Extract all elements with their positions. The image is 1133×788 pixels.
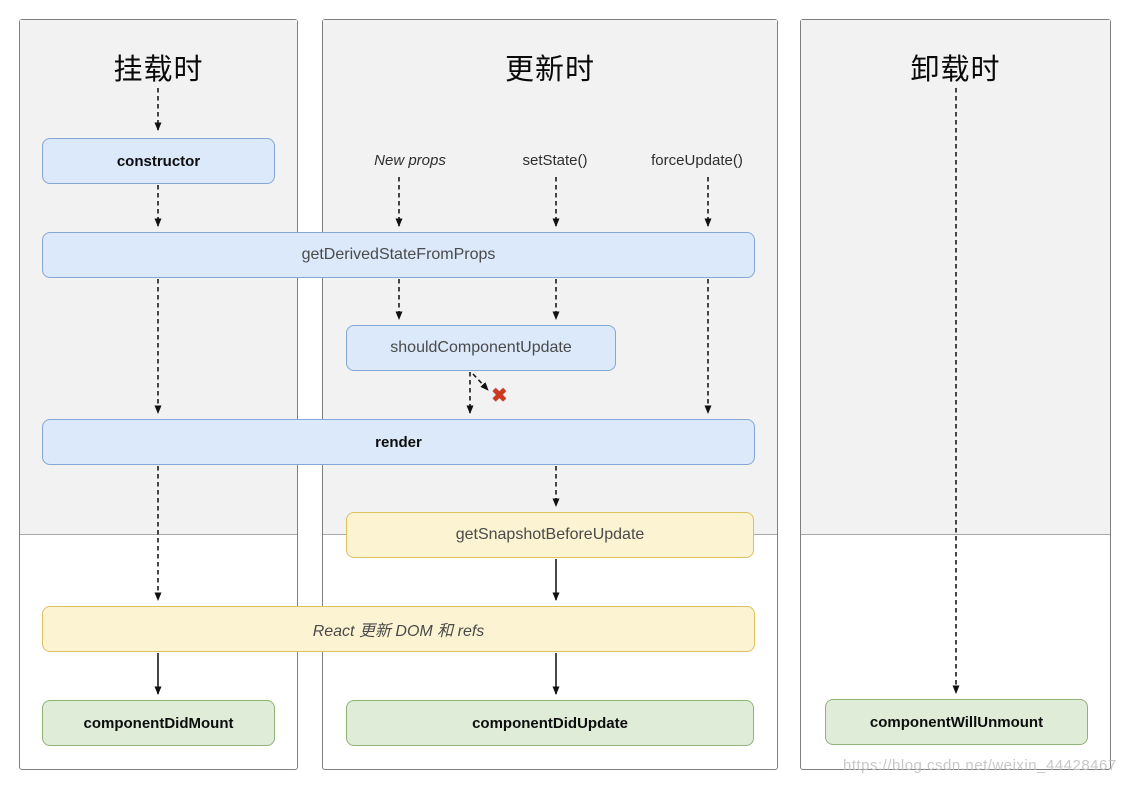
box-component-will-unmount-label: componentWillUnmount bbox=[869, 713, 1044, 731]
box-component-did-update: componentDidUpdate bbox=[346, 700, 754, 746]
watermark-url: https://blog.csdn.net/weixin_44428467 bbox=[843, 757, 1117, 774]
box-component-will-unmount: componentWillUnmount bbox=[825, 699, 1088, 745]
box-component-did-mount: componentDidMount bbox=[42, 700, 275, 746]
box-react-updates-dom: React 更新 DOM 和 refs bbox=[42, 606, 755, 652]
abort-x-icon: ✖ bbox=[491, 385, 508, 407]
box-get-snapshot-before-update: getSnapshotBeforeUpdate bbox=[346, 512, 754, 558]
box-get-snapshot-before-update-label: getSnapshotBeforeUpdate bbox=[455, 526, 645, 543]
column-title-unmounting: 卸载时 bbox=[910, 54, 1001, 86]
box-react-updates-dom-label: React 更新 DOM 和 refs bbox=[312, 623, 485, 640]
box-constructor: constructor bbox=[42, 138, 275, 184]
column-updating: 更新时 bbox=[322, 19, 778, 770]
column-unmounting-phase-area: 卸载时 bbox=[801, 20, 1110, 535]
box-should-component-update: shouldComponentUpdate bbox=[346, 325, 616, 371]
column-unmounting: 卸载时 bbox=[800, 19, 1111, 770]
box-render: render bbox=[42, 419, 755, 465]
box-should-component-update-label: shouldComponentUpdate bbox=[390, 339, 572, 356]
column-title-updating: 更新时 bbox=[504, 54, 595, 86]
box-render-label: render bbox=[375, 433, 422, 451]
trigger-new-props: New props bbox=[374, 152, 446, 169]
box-get-derived-state-from-props: getDerivedStateFromProps bbox=[42, 232, 755, 278]
box-constructor-label: constructor bbox=[116, 152, 201, 170]
column-title-mounting: 挂载时 bbox=[113, 54, 204, 86]
trigger-force-update: forceUpdate() bbox=[651, 152, 743, 169]
column-mounting: 挂载时 bbox=[19, 19, 298, 770]
box-component-did-update-label: componentDidUpdate bbox=[472, 714, 628, 732]
box-get-derived-state-from-props-label: getDerivedStateFromProps bbox=[301, 246, 496, 263]
box-component-did-mount-label: componentDidMount bbox=[83, 714, 234, 732]
trigger-set-state: setState() bbox=[522, 152, 588, 169]
